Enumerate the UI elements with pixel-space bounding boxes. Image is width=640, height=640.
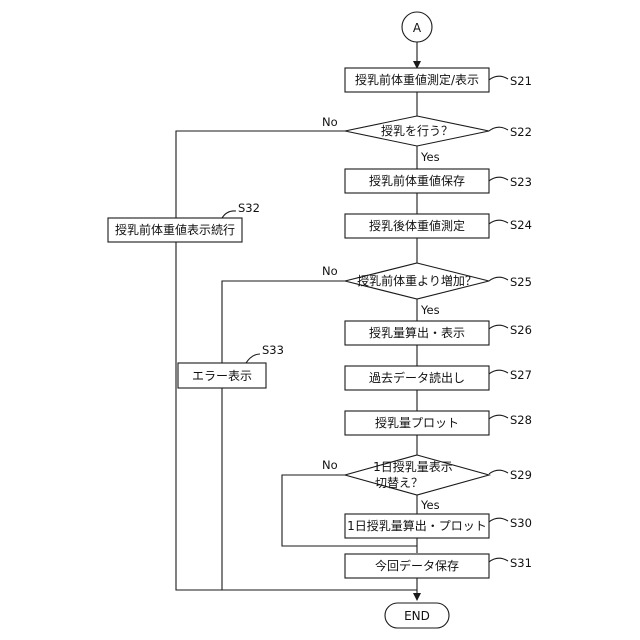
step-id-s30: S30	[510, 516, 532, 530]
s22-yes-label: Yes	[420, 150, 440, 164]
s25-yes-label: Yes	[420, 303, 440, 317]
step-id-leader	[489, 177, 508, 181]
connector-a-label: A	[413, 21, 422, 35]
process-s31-label: 今回データ保存	[375, 558, 459, 573]
process-s21-label: 授乳前体重値測定/表示	[355, 72, 479, 87]
step-id-s33: S33	[262, 343, 284, 357]
step-id-leader	[246, 354, 260, 363]
decision-s29-label-line2: 切替え？	[375, 476, 423, 490]
decision-s22-label: 授乳を行う？	[381, 123, 453, 138]
step-id-s24: S24	[510, 218, 532, 232]
step-id-s21: S21	[510, 74, 532, 88]
process-s28-label: 授乳量プロット	[375, 415, 459, 430]
step-id-s28: S28	[510, 413, 532, 427]
step-id-leader	[489, 415, 508, 419]
process-s32-label: 授乳前体重値表示続行	[115, 222, 235, 237]
step-id-s29: S29	[510, 468, 532, 482]
step-id-leader	[489, 277, 508, 281]
step-id-s27: S27	[510, 368, 532, 382]
process-s23-label: 授乳前体重値保存	[369, 173, 465, 188]
process-s24-label: 授乳後体重値測定	[369, 218, 465, 233]
step-id-leader	[489, 220, 508, 224]
s29-no-label: No	[322, 458, 338, 472]
decision-s25-label: 授乳前体重より増加？	[357, 273, 477, 288]
step-id-s31: S31	[510, 556, 532, 570]
process-s33-label: エラー表示	[192, 369, 252, 383]
process-s27-label: 過去データ読出し	[369, 370, 465, 385]
step-id-s23: S23	[510, 175, 532, 189]
step-id-leader	[489, 518, 508, 522]
step-id-leader	[489, 325, 508, 329]
step-id-s26: S26	[510, 323, 532, 337]
step-id-s32: S32	[238, 201, 260, 215]
step-id-leader	[222, 211, 236, 218]
process-s26-label: 授乳量算出・表示	[369, 325, 465, 340]
s25-no-label: No	[322, 264, 338, 278]
step-id-leader	[489, 76, 508, 80]
step-id-leader	[489, 558, 508, 562]
step-id-s22: S22	[510, 125, 532, 139]
s22-no-label: No	[322, 115, 338, 129]
process-s30-label: 1日授乳量算出・プロット	[347, 518, 487, 533]
no-branch-s22-line	[176, 131, 345, 218]
step-id-leader	[489, 127, 508, 131]
terminal-end-label: END	[404, 609, 430, 623]
step-id-leader	[489, 470, 508, 474]
s29-yes-label: Yes	[420, 498, 440, 512]
step-id-s25: S25	[510, 275, 532, 289]
step-id-leader	[489, 370, 508, 374]
decision-s29-label-line1: 1日授乳量表示	[373, 459, 453, 474]
